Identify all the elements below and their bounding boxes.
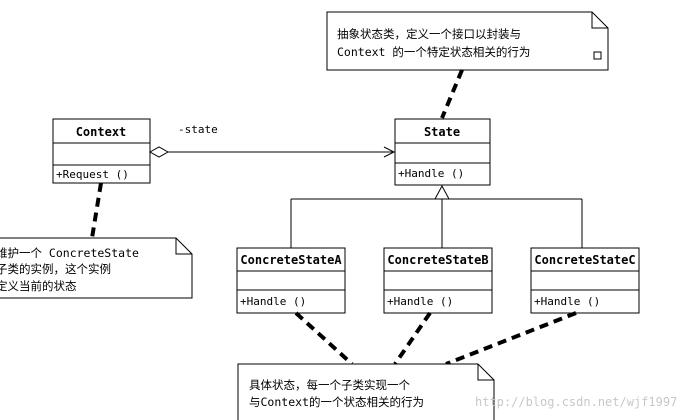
note-concrete-anchor-c [445, 311, 577, 366]
class-state-operation: +Handle () [398, 167, 464, 180]
class-concrete-state-a: ConcreteStateA +Handle () [236, 247, 346, 314]
association-arrowhead [383, 146, 396, 158]
note-context-anchor [90, 182, 103, 239]
association-role-label: -state [178, 123, 218, 136]
note-concrete-states: 具体状态，每一个子类实现一个 与Context的一个状态相关的行为 [237, 363, 495, 420]
note-context-line-3: 定义当前的状态 [0, 279, 77, 293]
inheritance-triangle [434, 184, 450, 200]
class-concrete-state-b-name: ConcreteStateB [387, 253, 488, 267]
watermark-text: http://blog.csdn.net/wjf1997 [475, 395, 677, 409]
note-context-line-2: 子类的实例，这个实例 [0, 262, 111, 276]
note-state-line-2: Context 的一个特定状态相关的行为 [337, 45, 530, 59]
note-context-line-1: 维护一个 ConcreteState [0, 246, 139, 260]
class-concrete-state-a-operation: +Handle () [240, 295, 306, 308]
note-concrete-line-1: 具体状态，每一个子类实现一个 [249, 378, 410, 392]
note-state-line-1: 抽象状态类，定义一个接口以封装与 [337, 27, 521, 41]
class-concrete-state-c-operation: +Handle () [534, 295, 600, 308]
class-context: Context +Request () [52, 118, 151, 184]
generalization [290, 184, 583, 248]
note-state: 抽象状态类，定义一个接口以封装与 Context 的一个特定状态相关的行为 [326, 11, 609, 71]
note-state-anchor [440, 69, 464, 119]
class-context-operation: +Request () [56, 168, 129, 181]
note-context: 维护一个 ConcreteState 子类的实例，这个实例 定义当前的状态 [0, 237, 193, 299]
class-concrete-state-b: ConcreteStateB +Handle () [383, 247, 493, 314]
note-concrete-line-2: 与Context的一个状态相关的行为 [249, 395, 424, 409]
association-context-state: -state [148, 123, 396, 158]
class-concrete-state-a-name: ConcreteStateA [240, 253, 342, 267]
class-concrete-state-c-name: ConcreteStateC [534, 253, 635, 267]
note-concrete-anchor-a [294, 311, 354, 366]
class-concrete-state-c: ConcreteStateC +Handle () [530, 247, 640, 314]
class-context-name: Context [76, 125, 127, 139]
class-state: State +Handle () [394, 118, 491, 186]
note-concrete-anchor-b [393, 311, 432, 366]
class-state-name: State [424, 125, 460, 139]
aggregation-diamond [148, 146, 170, 158]
note-marker [593, 51, 602, 60]
class-concrete-state-b-operation: +Handle () [387, 295, 453, 308]
